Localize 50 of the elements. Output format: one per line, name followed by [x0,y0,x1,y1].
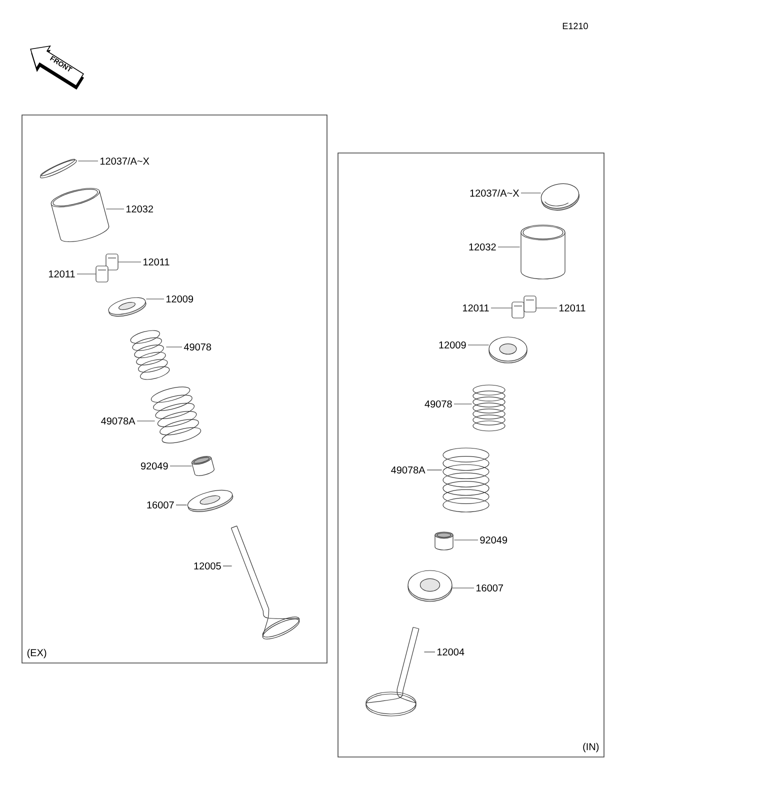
seat-drawing [187,490,234,512]
part-number: 49078 [424,400,452,408]
leader-line [78,160,98,162]
valve-drawing [366,626,420,716]
part-number: 12004 [437,648,464,656]
spring-drawing [130,330,170,380]
bucket-drawing [520,224,566,280]
shim-drawing [40,158,77,178]
part-number: 12009 [439,341,466,349]
seal-drawing [192,456,214,476]
leader-line [498,246,520,248]
keeper-drawing [512,302,524,318]
spring-drawing [442,448,490,512]
keeper-drawing [524,296,536,312]
part-number: 49078 [184,343,212,351]
keeper-drawing [96,266,108,282]
leader-line [520,192,542,194]
part-number: 12011 [143,258,170,266]
part-number: 12011 [463,304,489,312]
part-number: 49078A [391,466,426,474]
part-number: 12037/A~X [470,189,520,197]
leader-line [166,346,182,348]
spring-drawing [472,384,506,432]
part-number: 12009 [166,295,194,303]
bucket-drawing [50,188,110,242]
part-number: 92049 [480,536,508,544]
leader-line [468,344,490,346]
part-number: 49078A [101,417,136,425]
leader-line [106,208,124,210]
part-number: 16007 [476,584,503,592]
retainer-drawing [108,297,146,317]
part-number: 16007 [147,501,174,509]
part-number: 12011 [49,270,75,278]
figure-number: E1210 [562,22,588,30]
shim-drawing [540,183,580,211]
part-number: 12032 [126,205,153,213]
seal-drawing [434,532,454,550]
part-number: 12011 [559,304,586,312]
leader-line [136,420,156,422]
part-number: 12037/A~X [100,157,150,165]
keeper-drawing [106,254,118,270]
seat-drawing [408,570,452,602]
leader-line [176,504,188,506]
retainer-drawing [488,336,528,364]
leader-line [146,298,164,300]
part-number: 12032 [469,243,496,251]
spring-drawing [150,386,202,444]
valve-drawing [230,526,300,640]
part-number: 92049 [140,462,168,470]
part-number: 12005 [194,562,221,570]
